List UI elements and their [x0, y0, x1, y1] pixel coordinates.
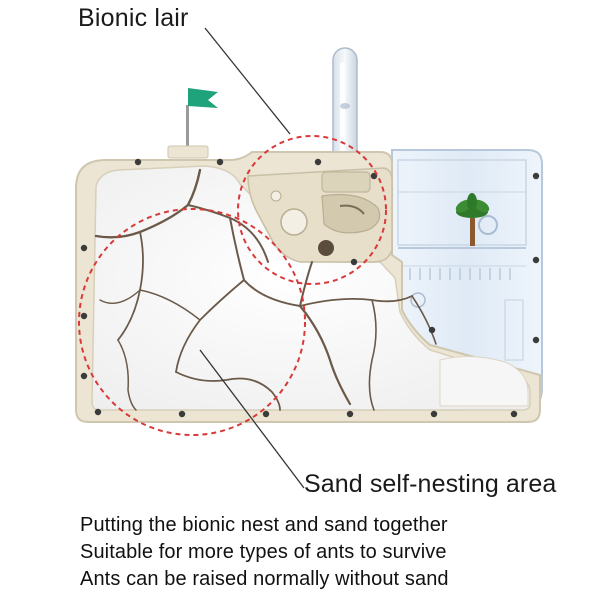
sand-area-label: Sand self-nesting area — [304, 470, 557, 498]
caption-line: Putting the bionic nest and sand togethe… — [80, 514, 448, 536]
bionic-lair-circle — [237, 135, 387, 285]
caption-line: Suitable for more types of ants to survi… — [80, 541, 447, 563]
nest-frame — [75, 151, 541, 423]
bionic-lair-leader — [204, 27, 291, 135]
water-tube — [332, 47, 358, 167]
palm-tree-icon — [455, 193, 490, 246]
sand-area-circle — [78, 208, 306, 436]
callout-lines — [199, 27, 305, 489]
flag-icon — [167, 88, 218, 159]
highlight-circles — [78, 135, 387, 436]
screws — [80, 158, 540, 418]
bionic-lair-label: Bionic lair — [78, 4, 189, 32]
sand-area-leader — [199, 349, 305, 489]
caption-line: Ants can be raised normally without sand — [80, 568, 449, 590]
bionic-lair-nest — [247, 167, 393, 263]
